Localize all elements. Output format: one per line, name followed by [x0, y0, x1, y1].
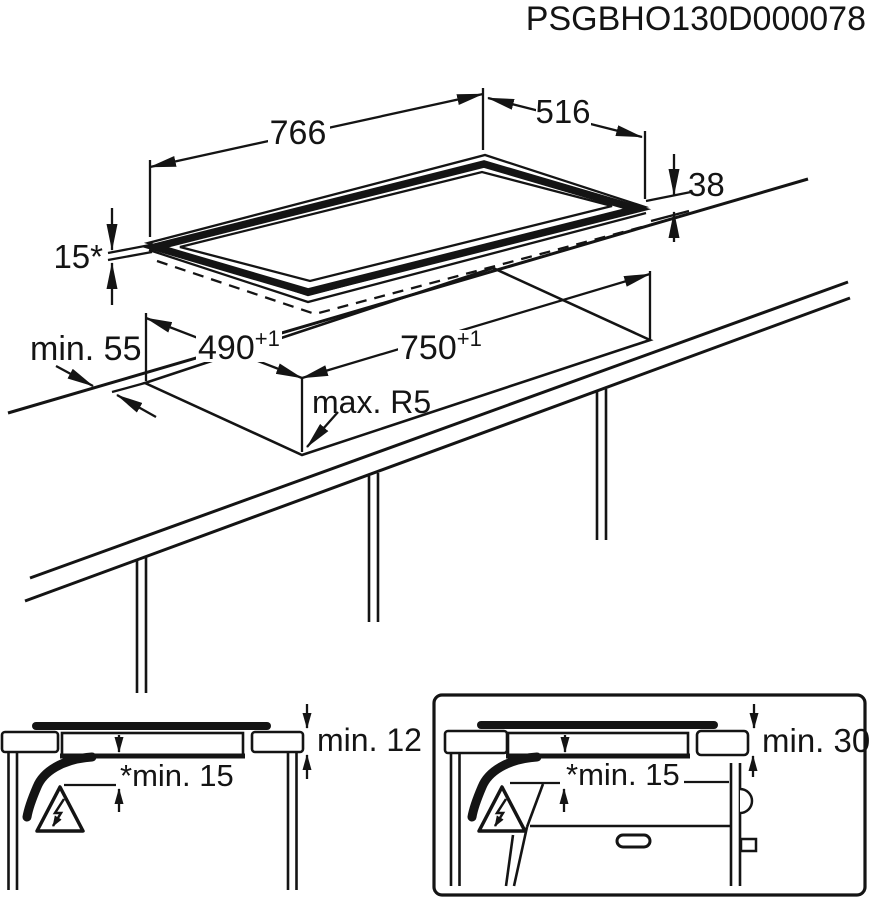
warning-triangle-icon [35, 785, 85, 833]
dimension-min15-left: *min. 15 [64, 735, 234, 812]
dim-min55-label: min. 55 [30, 330, 142, 368]
hob-frame-band [140, 160, 652, 296]
lightning-bolt-icon [51, 798, 66, 827]
dim-766-label: 766 [270, 114, 327, 152]
hob-isometric-view [140, 153, 658, 316]
dimension-15: 15* [53, 208, 153, 305]
dim-750-label: 750+1 [400, 326, 482, 367]
oven-handle [615, 833, 652, 849]
dimension-min30: min. 30 [748, 704, 869, 777]
dimension-516: 516 [487, 93, 647, 199]
cutout-edge-extension [111, 381, 146, 394]
dim-490-label: 490+1 [198, 326, 280, 367]
dim-maxr5-label: max. R5 [312, 384, 431, 420]
dim-516-label: 516 [535, 93, 590, 130]
mains-cable [467, 752, 542, 822]
dimension-750: 750+1 [301, 271, 652, 380]
hob-tub-section [60, 731, 245, 757]
worktop-section-left [0, 730, 60, 754]
dim-min12-label: min. 12 [317, 722, 422, 758]
oven-hinge-top [739, 787, 754, 815]
dimension-min55: min. 55 [30, 330, 157, 419]
dim-min15-left-label: *min. 15 [120, 758, 234, 793]
dimension-766: 766 [148, 88, 485, 237]
dim-15-label: 15* [53, 238, 103, 275]
oven-hinge-bottom [739, 837, 758, 853]
worktop-legs [135, 389, 608, 693]
mains-cable [22, 752, 97, 822]
callout-max-r5: max. R5 [306, 384, 431, 448]
worktop-section-left [443, 729, 509, 755]
hob-inner-surface-line [179, 170, 613, 283]
drawing-code: PSGBHO130D000078 [526, 0, 866, 38]
worktop-section-right [695, 729, 750, 757]
cabinet-legs [449, 753, 461, 886]
dimension-38: 38 [645, 154, 725, 242]
panel-frame [432, 693, 867, 897]
worktop-section-right [250, 730, 305, 754]
dimension-490: 490+1 [144, 313, 304, 452]
dim-min30-label: min. 30 [762, 722, 869, 759]
warning-triangle-icon [477, 785, 527, 833]
oven-under-hob [504, 763, 758, 887]
dimension-min12: min. 12 [302, 704, 422, 779]
section-view-worktop: min. 12 *min. 15 [0, 704, 422, 890]
dim-min15-right-label: *min. 15 [566, 757, 680, 792]
worktop-front-edge-top [29, 280, 849, 580]
lightning-bolt-icon [493, 798, 508, 827]
dim-38-label: 38 [688, 166, 725, 203]
worktop-front-edge-bottom [24, 296, 851, 603]
hob-hidden-bottom-edge [156, 221, 658, 316]
hob-tub-section [506, 731, 690, 757]
cabinet-legs [7, 752, 298, 890]
section-view-oven: min. 30 *min. 15 [432, 693, 869, 897]
dimension-min15-right: *min. 15 [510, 735, 729, 812]
